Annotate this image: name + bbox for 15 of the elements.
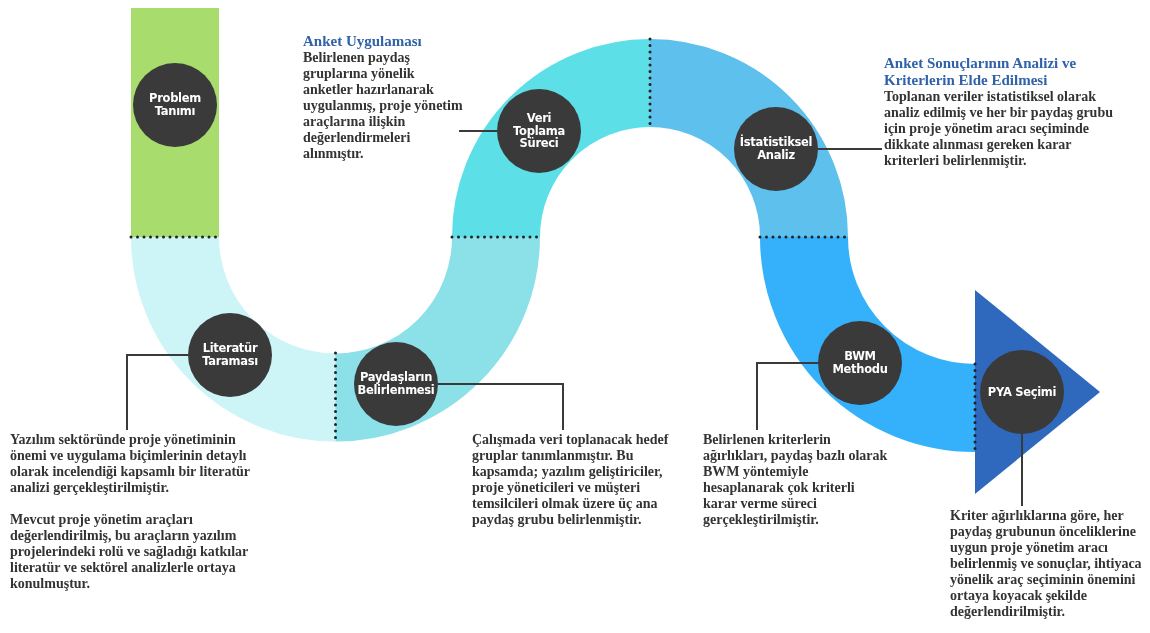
leader-line <box>126 354 189 431</box>
leader-line <box>458 130 498 132</box>
section-heading: Anket Sonuçlarının Analizi ve Kriterlerin Elde Edilmesi <box>884 55 1078 89</box>
description-text: Belirlenen kriterlerin ağırlıkları, paydaş bazlı olarak BWM yöntemiyle hesaplanarak çok kriterli karar verme süreci gerçekleştirilmiştir. <box>703 432 888 528</box>
description-text: Mevcut proje yönetim araçları değerlendirilmiş, bu araçların yazılım projelerindeki rolü ve sağladığı katkılar literatür ve sektörel analizlerle ortaya konulmuştur. <box>10 512 250 592</box>
description-text: Toplanan veriler istatistiksel olarak analiz edilmiş ve her bir paydaş grubu için proje yönetim aracı seçiminde dikkate alınması gereken karar kriterleri belirlenmiştir. <box>884 89 1114 169</box>
leader-line <box>1021 433 1023 507</box>
section-heading: Anket Uygulaması <box>303 33 423 50</box>
description-text: Belirlenen paydaş gruplarına yönelik anketler hazırlanarak uygulanmış, proje yönetim araçlarına ilişkin değerlendirmeleri alınmıştır. <box>303 50 463 162</box>
leader-line <box>756 362 819 431</box>
description-text: Yazılım sektöründe proje yönetiminin önemi ve uygulama biçimlerinin detaylı olarak incelendiği kapsamlı bir literatür analizi gerçekleştirilmiştir. <box>10 432 251 496</box>
leader-line <box>817 148 883 150</box>
leader-line <box>437 383 564 431</box>
description-text: Kriter ağırlıklarına göre, her paydaş grubunun önceliklerine uygun proje yönetim aracı belirlenmiş ve sonuçlar, ihtiyaca yönelik araç seçiminin önemini ortaya koyacak şekilde değerlendirilmiştir. <box>950 508 1143 620</box>
description-text: Çalışmada veri toplanacak hedef gruplar tanımlanmıştır. Bu kapsamda; yazılım geliştiriciler, proje yöneticileri ve müşteri temsilcileri olmak üzere üç ana paydaş grubu belirlenmiştir. <box>472 432 670 528</box>
